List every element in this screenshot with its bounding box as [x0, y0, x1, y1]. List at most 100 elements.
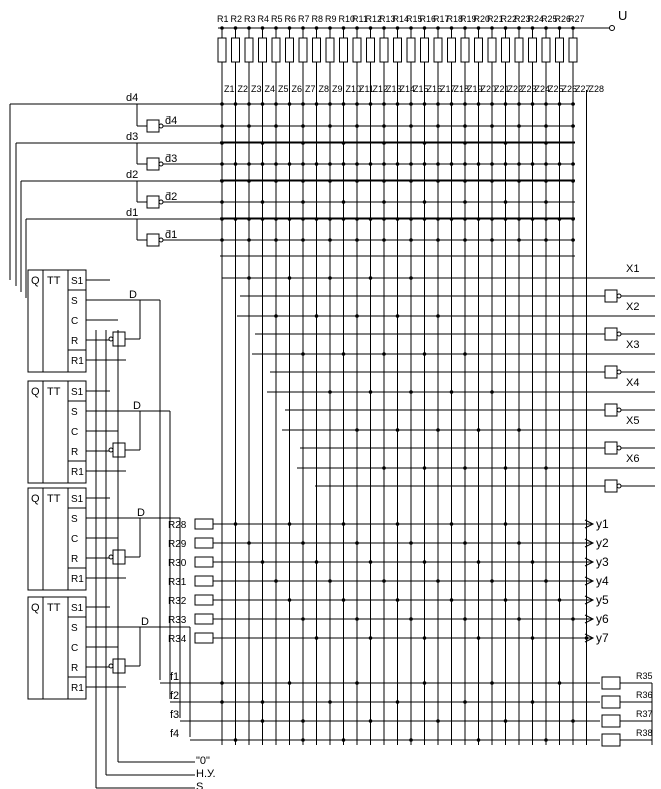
junction-dot: [571, 124, 575, 128]
junction-dot: [233, 738, 238, 742]
junction-dot: [503, 217, 508, 221]
x-output-label: X3: [626, 339, 639, 351]
z-line-label: Z5: [278, 84, 289, 94]
junction-dot: [422, 681, 427, 685]
z-line-label: Z8: [319, 84, 330, 94]
junction-dot: [490, 179, 494, 183]
junction-dot: [382, 579, 386, 583]
junction-dot: [490, 102, 494, 106]
z-line-label: Z19: [467, 84, 483, 94]
z-line-label: Z2: [238, 84, 249, 94]
x-inverter-bubble-icon: [616, 407, 622, 413]
y-resistor-label: R32: [168, 596, 187, 607]
junction-dot: [260, 700, 265, 704]
trigger-pin-label: S: [71, 623, 78, 634]
junction-dot: [490, 26, 494, 30]
junction-dot: [301, 238, 305, 242]
junction-dot: [368, 162, 373, 166]
junction-dot: [328, 276, 332, 280]
junction-dot: [463, 217, 467, 221]
and-gate: [112, 658, 126, 674]
junction-dot: [355, 681, 359, 685]
and-gate: [112, 549, 126, 565]
resistor-top-label: R21: [487, 14, 504, 24]
junction-dot: [314, 162, 319, 166]
y-output-label: y2: [596, 536, 609, 550]
resistor-top-label: R3: [244, 14, 256, 24]
junction-dot: [571, 179, 575, 183]
resistor-top: [339, 37, 348, 63]
junction-dot: [220, 124, 224, 128]
junction-dot: [530, 162, 535, 166]
junction-dot: [395, 700, 400, 704]
x-output-label: X4: [626, 377, 639, 389]
trigger-pin-label: R: [71, 447, 78, 458]
junction-dot: [544, 738, 548, 742]
z-line-label: Z16: [427, 84, 443, 94]
z-line-label: Z1: [224, 84, 235, 94]
junction-dot: [530, 26, 535, 30]
junction-dot: [422, 466, 427, 470]
control-label: Н.У.: [196, 768, 216, 780]
resistor-top: [568, 37, 578, 63]
junction-dot: [355, 314, 359, 318]
junction-dot: [220, 179, 224, 183]
x-inverter-bubble-icon: [616, 331, 622, 337]
f-resistor: [601, 733, 621, 747]
junction-dot: [341, 352, 346, 356]
junction-dot: [463, 162, 467, 166]
junction-dot: [328, 579, 332, 583]
y-output-label: y7: [596, 631, 609, 645]
z-line-label: Z23: [521, 84, 537, 94]
junction-dot: [544, 141, 548, 145]
y-output-label: y5: [596, 593, 609, 607]
junction-dot: [476, 428, 481, 432]
junction-dot: [260, 719, 265, 723]
junction-dot: [247, 102, 251, 106]
junction-dot: [544, 466, 548, 470]
junction-dot: [490, 217, 494, 221]
resistor-top: [379, 37, 389, 63]
z-line-label: Z17: [440, 84, 456, 94]
d-input-label: d3: [126, 131, 138, 143]
junction-dot: [571, 102, 575, 106]
y-resistor: [194, 613, 214, 625]
junction-dot: [247, 217, 251, 221]
junction-dot: [314, 560, 319, 564]
inverter-bubble-icon: [158, 237, 164, 243]
junction-dot: [355, 617, 359, 621]
junction-dot: [476, 217, 481, 221]
junction-dot: [544, 26, 548, 30]
junction-dot: [584, 636, 589, 640]
trigger-q-label: Q: [31, 493, 40, 505]
junction-dot: [463, 26, 467, 30]
junction-dot: [220, 26, 224, 30]
junction-dot: [463, 617, 467, 621]
resistor-top-label: R22: [501, 14, 518, 24]
trigger-pin-label: R: [71, 336, 78, 347]
junction-dot: [436, 719, 440, 723]
control-inputs: "0"Н.У.S: [95, 330, 216, 789]
junction-dot: [382, 466, 386, 470]
junction-dot: [341, 598, 346, 602]
junction-dot: [247, 26, 251, 30]
junction-dot: [355, 179, 359, 183]
d-input-label: d1: [126, 207, 138, 219]
junction-dot: [436, 162, 440, 166]
junction-dot: [436, 124, 440, 128]
junction-dot: [355, 217, 359, 221]
trigger-pin-label: S1: [71, 494, 84, 505]
resistor-top: [312, 37, 321, 63]
and-gate: [112, 442, 126, 458]
junction-dot: [449, 162, 454, 166]
junction-dot: [220, 700, 224, 704]
junction-dot: [233, 102, 238, 106]
junction-dot: [355, 26, 359, 30]
junction-dot: [571, 617, 575, 621]
junction-dot: [463, 141, 467, 145]
f-resistor: [601, 676, 621, 690]
junction-dot: [382, 102, 386, 106]
junction-dot: [233, 217, 238, 221]
junction-dot: [328, 390, 332, 394]
inverter-gate: [146, 233, 160, 247]
